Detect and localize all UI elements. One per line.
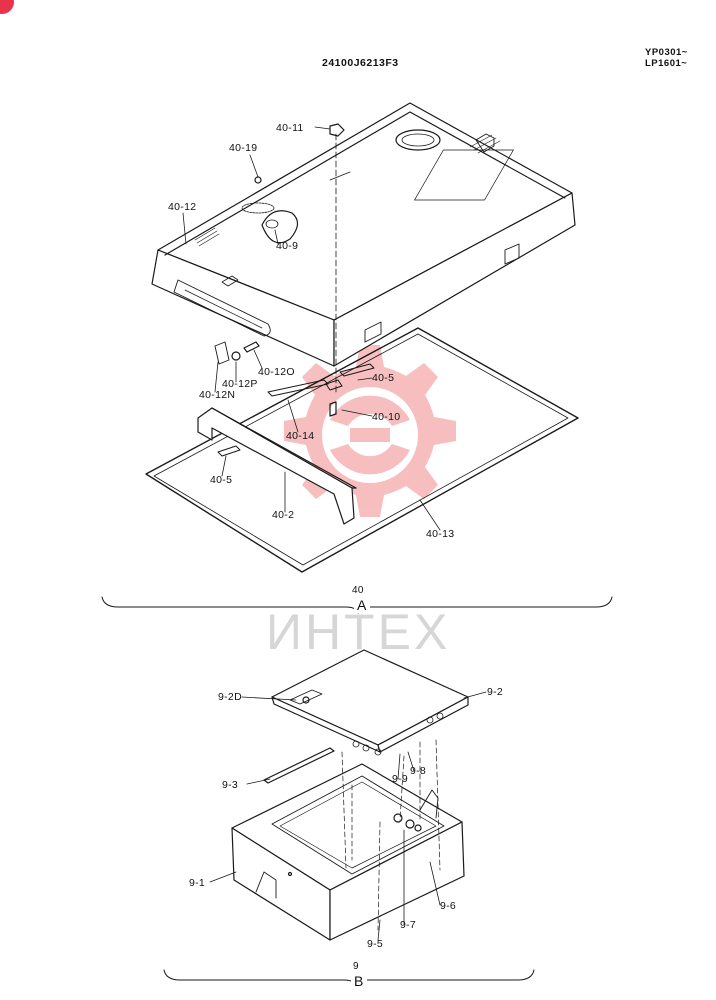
callout-a-3: 40-9 <box>276 240 299 252</box>
gasket-frame <box>145 327 579 573</box>
callout-b-0: 9-2D <box>218 691 242 703</box>
callout-a-2: 40-12 <box>168 201 197 213</box>
callout-a-12: 40-13 <box>426 528 455 540</box>
cover-top-assembly <box>151 102 576 367</box>
callout-a-9: 40-14 <box>286 430 315 442</box>
assembly-lines-b <box>341 739 441 931</box>
grab-handle <box>197 407 357 525</box>
part-code: 24100J6213F3 <box>322 57 399 69</box>
bracket-b <box>163 969 535 987</box>
callout-a-1: 40-19 <box>229 142 258 154</box>
hardware-parts <box>214 123 345 417</box>
section-a-letter: A <box>354 597 370 613</box>
callout-b-1: 9-2 <box>487 686 504 698</box>
bracket-a <box>101 596 613 614</box>
section-b-letter: B <box>351 973 367 989</box>
watermark-text: ИНТЕХ <box>266 604 451 660</box>
callout-b-4: 9-8 <box>410 765 427 777</box>
leader-lines-a <box>182 126 441 531</box>
section-a-number: 40 <box>352 585 364 596</box>
callout-b-6: 9-6 <box>440 900 457 912</box>
callout-a-6: 40-12N <box>199 389 236 401</box>
leader-lines-b <box>209 691 487 941</box>
callout-a-5: 40-12P <box>222 378 258 390</box>
lid-strip <box>263 747 335 784</box>
callout-b-8: 9-5 <box>367 938 384 950</box>
callout-b-5: 9-1 <box>189 877 206 889</box>
lid-assembly <box>271 649 469 756</box>
callout-b-7: 9-7 <box>400 919 417 931</box>
callout-a-10: 40-5 <box>210 474 233 486</box>
callout-a-4: 40-12O <box>258 366 295 378</box>
callout-a-8: 40-10 <box>372 411 401 423</box>
callout-a-0: 40-11 <box>276 122 304 134</box>
callout-b-3: 9-9 <box>392 773 409 785</box>
callout-b-2: 9-3 <box>222 779 239 791</box>
serial-2: LP1601~ <box>645 58 688 69</box>
serial-1: YP0301~ <box>645 47 688 58</box>
callout-a-7: 40-5 <box>372 372 395 384</box>
callout-a-11: 40-2 <box>272 509 295 521</box>
section-b-number: 9 <box>353 961 359 972</box>
rubber-strips <box>217 363 375 457</box>
battery-box <box>231 763 465 941</box>
